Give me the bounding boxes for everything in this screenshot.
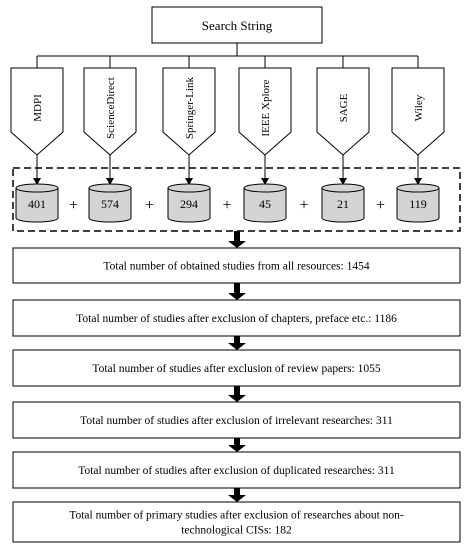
cylinder-top (88, 183, 132, 193)
plus-signs: + + + + + (69, 197, 385, 214)
count-cylinder: 574 (88, 183, 132, 223)
step-text: Total number of studies after exclusion … (76, 313, 397, 325)
step-text: Total number of studies after exclusion … (78, 465, 395, 477)
count-cylinder: 119 (396, 183, 440, 223)
cylinder-body (396, 187, 440, 223)
cylinder-body (88, 187, 132, 223)
search-string-box (151, 6, 323, 44)
source-to-count-arrowhead (33, 178, 41, 185)
source-count: 401 (28, 197, 46, 211)
source-name: SAGE (338, 93, 350, 122)
source-to-count-arrowhead (414, 178, 422, 185)
source-5: SAGE 21 (316, 56, 370, 223)
source-name: IEEE Xplore (260, 79, 272, 136)
step-text: Total number of primary studies after ex… (69, 510, 404, 522)
cylinder-body (167, 187, 211, 223)
flow-arrows (228, 231, 246, 502)
step-box (12, 501, 461, 543)
plus-sign: + (69, 197, 78, 214)
cylinder-top (15, 183, 59, 193)
counts-group-border (12, 167, 461, 232)
step-1: Total number of obtained studies from al… (12, 247, 461, 284)
source-count: 45 (259, 197, 271, 211)
count-cylinder: 294 (167, 183, 211, 223)
step-text: Total number of studies after exclusion … (92, 363, 380, 375)
search-string-node: Search String (151, 6, 323, 44)
source-count: 21 (337, 197, 349, 211)
source-name: ScienceDirect (105, 77, 117, 139)
source-name: MDPI (32, 94, 44, 122)
down-arrow-icon (228, 231, 246, 248)
cylinder-body (243, 187, 287, 223)
step-box (12, 349, 461, 387)
step-6: Total number of primary studies after ex… (12, 501, 461, 543)
screening-steps: Total number of obtained studies from al… (12, 247, 461, 543)
source-to-count-arrowhead (185, 178, 193, 185)
source-2: ScienceDirect 574 (83, 56, 137, 223)
source-count: 294 (180, 197, 198, 211)
source-arrow-shape (316, 67, 370, 156)
down-arrow-icon (228, 386, 246, 402)
source-3: Springer-Link 294 (162, 56, 216, 223)
step-text: technological CISs: 182 (181, 525, 292, 537)
plus-sign: + (376, 197, 385, 214)
cylinder-top (243, 183, 287, 193)
header-connectors (37, 43, 418, 57)
source-1: MDPI 401 (10, 56, 64, 223)
search-string-label: Search String (202, 18, 273, 33)
step-text: Total number of studies after exclusion … (80, 415, 393, 427)
down-arrow-icon (228, 488, 246, 502)
plus-sign: + (145, 197, 154, 214)
step-box (12, 451, 461, 489)
cylinder-top (321, 183, 365, 193)
down-arrow-icon (228, 283, 246, 300)
step-box (12, 401, 461, 439)
step-box (12, 299, 461, 337)
cylinder-body (321, 187, 365, 223)
step-4: Total number of studies after exclusion … (12, 401, 461, 439)
source-arrow-shape (162, 67, 216, 156)
step-box (12, 247, 461, 284)
source-count: 119 (409, 197, 427, 211)
source-name: Springer-Link (184, 76, 196, 139)
source-name: Wiley (413, 94, 425, 121)
source-arrow-shape (238, 67, 292, 156)
source-4: IEEE Xplore 45 (238, 56, 292, 223)
step-2: Total number of studies after exclusion … (12, 299, 461, 337)
source-to-count-arrowhead (106, 178, 114, 185)
source-to-count-arrowhead (339, 178, 347, 185)
step-text: Total number of obtained studies from al… (103, 261, 369, 273)
plus-sign: + (299, 197, 308, 214)
cylinder-top (167, 183, 211, 193)
count-cylinder: 21 (321, 183, 365, 223)
count-cylinder: 401 (15, 183, 59, 223)
step-5: Total number of studies after exclusion … (12, 451, 461, 489)
step-3: Total number of studies after exclusion … (12, 349, 461, 387)
down-arrow-icon (228, 336, 246, 350)
source-databases: MDPI 401 ScienceDirect 574 Springer-Link 294 I… (10, 56, 445, 223)
count-cylinder: 45 (243, 183, 287, 223)
source-to-count-arrowhead (261, 178, 269, 185)
source-arrow-shape (391, 67, 445, 156)
source-arrow-shape (83, 67, 137, 156)
down-arrow-icon (228, 438, 246, 452)
cylinder-top (396, 183, 440, 193)
cylinder-body (15, 187, 59, 223)
plus-sign: + (222, 197, 231, 214)
source-count: 574 (101, 197, 119, 211)
source-arrow-shape (10, 67, 64, 156)
source-6: Wiley 119 (391, 56, 445, 223)
